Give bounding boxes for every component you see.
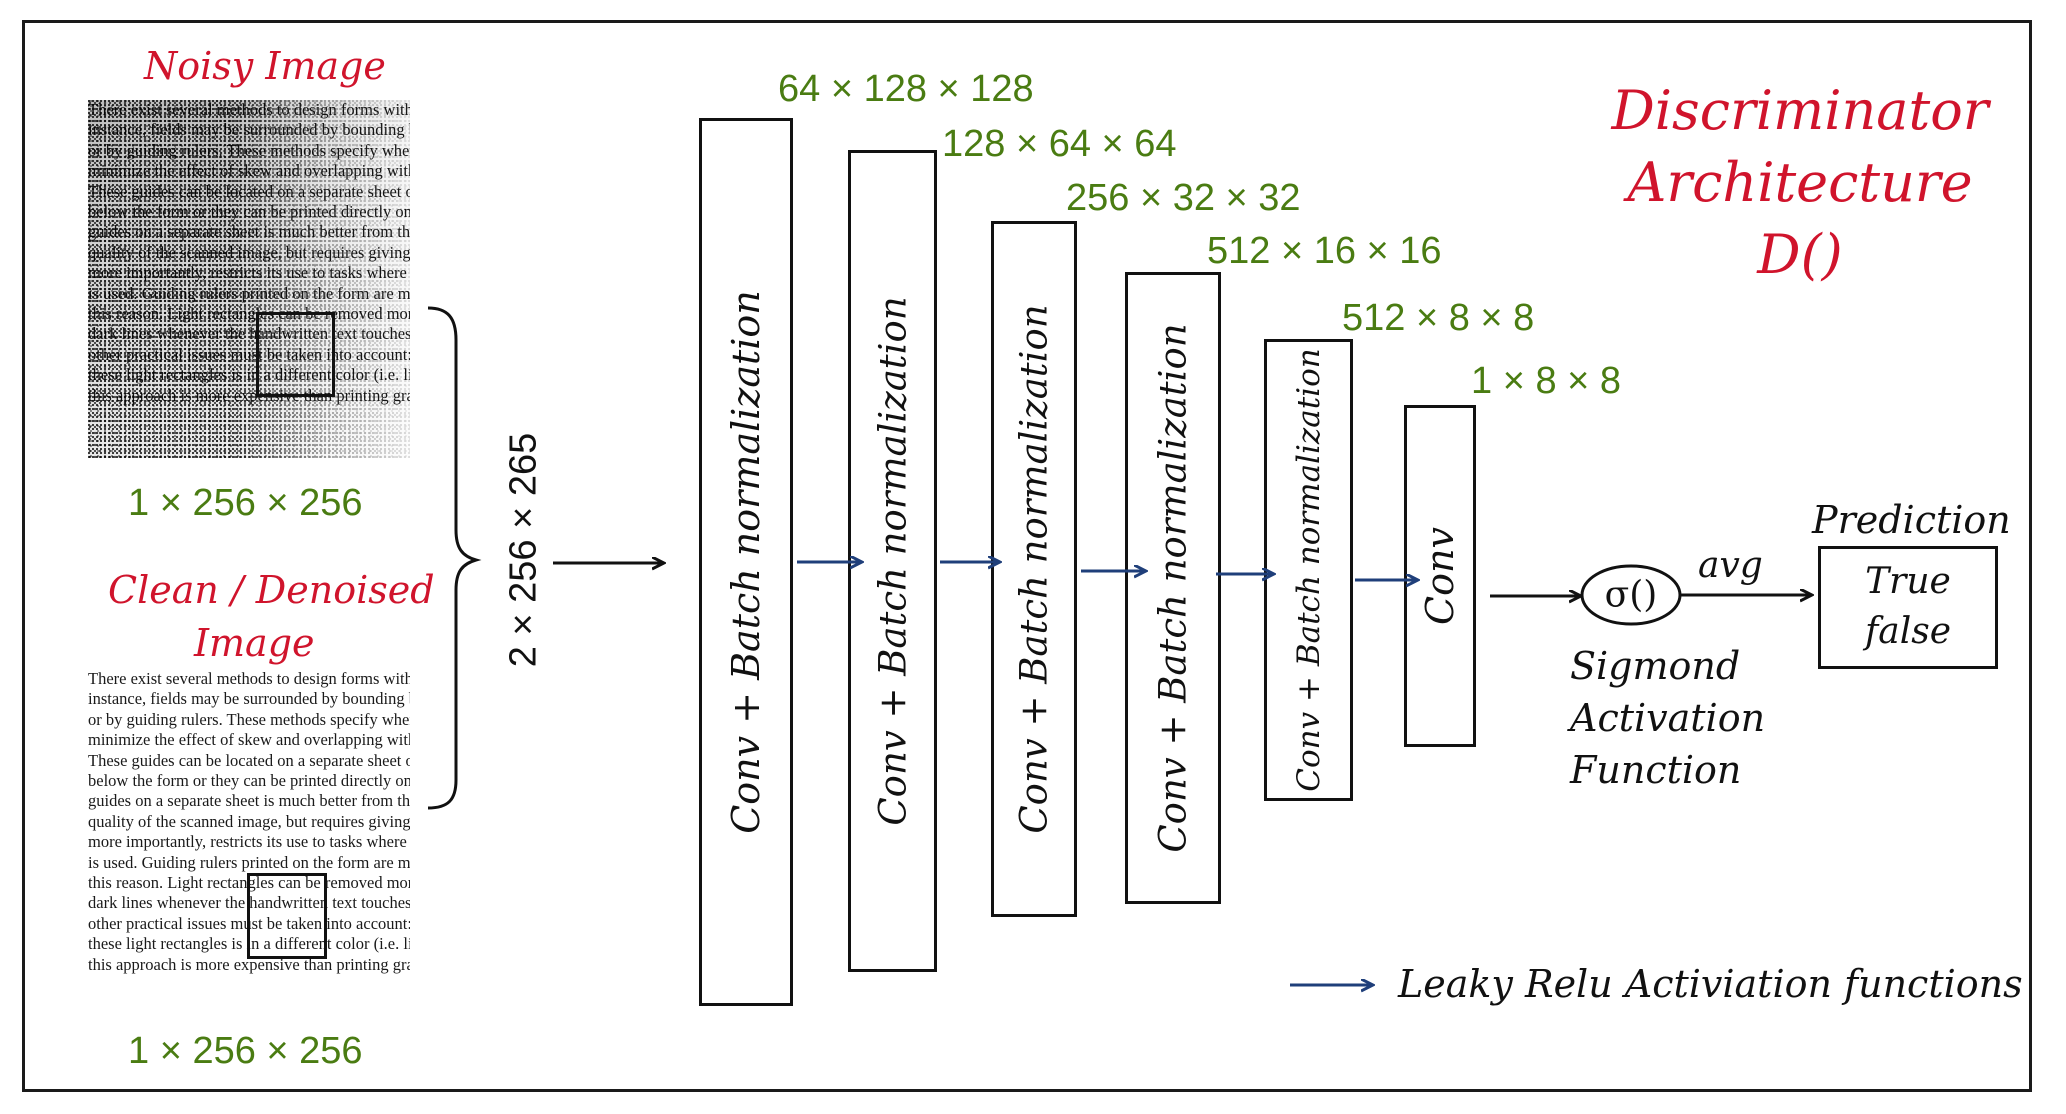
noisy-image: There exist several methods to design fo…: [88, 100, 410, 458]
clean-image-text-line: There exist several methods to design fo…: [88, 669, 410, 688]
legend-label: Leaky Relu Activiation functions: [1398, 962, 2023, 1006]
prediction-true: True: [1865, 561, 1951, 602]
activation-name-line-1: Sigmond: [1570, 644, 1741, 688]
activation-name-line-2: Activation: [1570, 696, 1766, 740]
noisy-patch-box: [256, 312, 335, 397]
title-line-1: Discriminator: [1611, 79, 1989, 142]
avg-label: avg: [1698, 545, 1763, 586]
clean-image-text-line: quality of the scanned image, but requir…: [88, 811, 410, 831]
conv-bn-block-4-dims: 512 × 16 × 16: [1207, 230, 1442, 272]
conv-bn-block-5-dims: 512 × 8 × 8: [1342, 297, 1535, 339]
clean-image-text-line: more importantly, restricts its use to t…: [88, 832, 410, 852]
noisy-image-dims: 1 × 256 × 256: [128, 482, 363, 524]
clean-image-label-line-2: Image: [194, 621, 315, 665]
conv-bn-block-2-dims: 128 × 64 × 64: [942, 123, 1177, 165]
title-line-3: D(): [1757, 223, 1843, 286]
activation-name: Sigmond Activation Function: [1570, 640, 1765, 796]
clean-image-text-line: minimize the effect of skew and overlapp…: [88, 730, 410, 750]
conv-bn-block-3-dims: 256 × 32 × 32: [1066, 177, 1301, 219]
conv-bn-block-1: Conv + Batch normalization: [699, 118, 793, 1006]
conv-bn-block-1-dims: 64 × 128 × 128: [778, 68, 1034, 110]
conv-block-6-dims: 1 × 8 × 8: [1471, 360, 1622, 402]
noisy-image-label: Noisy Image: [144, 44, 386, 88]
sigmoid-symbol: σ(): [1604, 574, 1658, 616]
clean-image-text-line: instance, fields may be surrounded by bo…: [88, 689, 410, 709]
prediction-label: Prediction: [1812, 498, 2011, 542]
input-brace: [427, 306, 482, 810]
clean-image-text-line: These guides can be located on a separat…: [88, 750, 410, 770]
prediction-box: True false: [1818, 546, 1998, 669]
clean-patch-box: [247, 873, 327, 959]
diagram-title: Discriminator Architecture D(): [1590, 75, 2010, 291]
clean-image-label-line-1: Clean / Denoised: [108, 568, 435, 612]
conv-bn-block-4: Conv + Batch normalization: [1125, 272, 1221, 904]
prediction-false: false: [1864, 611, 1952, 652]
diagram-frame: [22, 20, 2032, 1092]
noise-overlay: [88, 100, 410, 458]
clean-image-text-line: is used. Guiding rulers printed on the f…: [88, 852, 410, 872]
clean-image-dims: 1 × 256 × 256: [128, 1030, 363, 1072]
clean-image-text-line: guides on a separate sheet is much bette…: [88, 791, 410, 811]
title-line-2: Architecture: [1627, 151, 1973, 214]
clean-image-text-line: this approach is more expensive than pri…: [88, 954, 410, 974]
activation-name-line-3: Function: [1570, 748, 1742, 792]
clean-image-text-line: or by guiding rulers. These methods spec…: [88, 709, 410, 729]
clean-image-text-line: below the form or they can be printed di…: [88, 771, 410, 791]
conv-bn-block-3: Conv + Batch normalization: [991, 221, 1077, 917]
